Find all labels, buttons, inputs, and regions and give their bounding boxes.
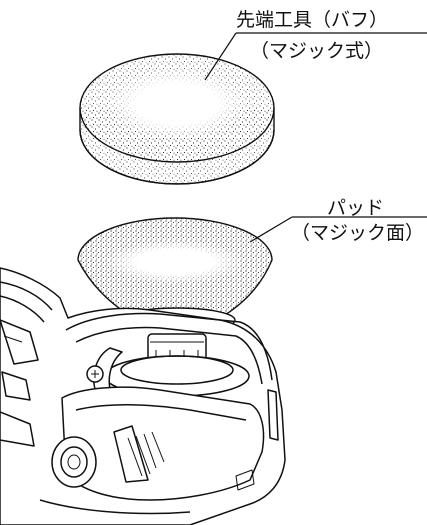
- polisher-body: [0, 267, 286, 525]
- pad-leader-line: [249, 216, 427, 243]
- buff-disc: [79, 53, 275, 185]
- pad-label-subtitle: （マジック面）: [291, 222, 425, 244]
- buff-label-subtitle: （マジック式）: [250, 40, 384, 62]
- buff-label-title: 先端工具（バフ）: [236, 9, 389, 31]
- buff-leader-line: [204, 32, 427, 81]
- pad-label-title: パッド: [327, 197, 385, 219]
